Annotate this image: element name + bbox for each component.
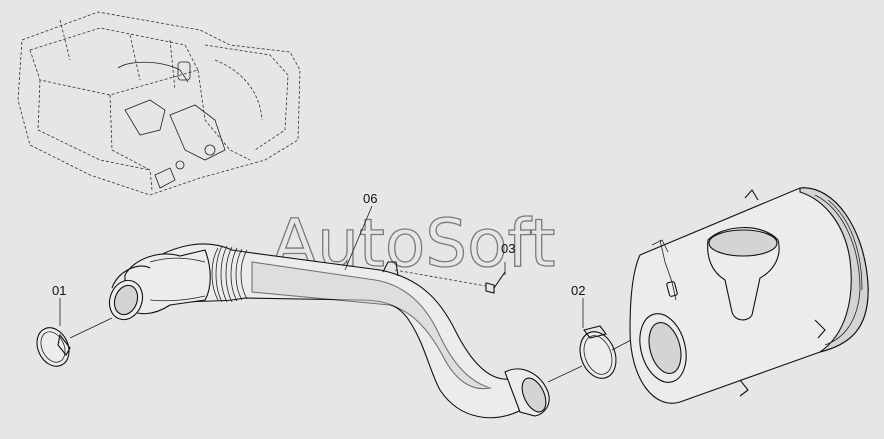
intake-hose: [108, 243, 550, 419]
leader-line-06: [344, 205, 373, 271]
callout-03: 03: [501, 241, 515, 256]
callout-01: 01: [52, 283, 66, 298]
hose-front-cuff: [108, 265, 151, 321]
leader-line-03: [394, 269, 487, 287]
callout-02: 02: [571, 283, 585, 298]
leader-line-01: [69, 317, 113, 339]
hose-bellows: [211, 245, 248, 303]
hose-rear-cuff: [504, 368, 550, 417]
callout-06: 06: [363, 191, 377, 206]
air-filter-housing: [629, 187, 869, 404]
engine-context-outline: [17, 11, 301, 196]
screw-03: [394, 262, 506, 294]
hose-clamp-01: [36, 298, 113, 367]
leader-line-02a: [547, 365, 583, 383]
